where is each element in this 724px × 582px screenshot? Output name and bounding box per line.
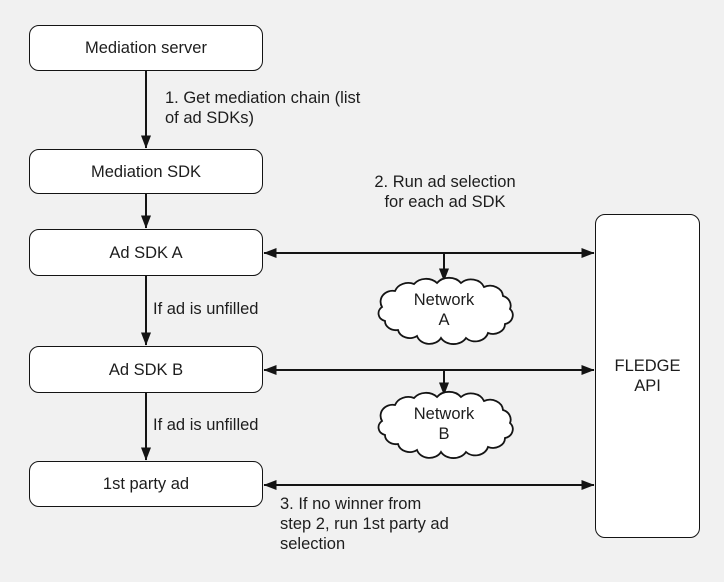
label-step2-run-ad-selection: 2. Run ad selection for each ad SDK [374,173,516,211]
label-if-ad-unfilled-b: If ad is unfilled [153,416,259,434]
node-ad-sdk-a: Ad SDK A [29,229,263,276]
node-mediation-sdk: Mediation SDK [29,149,263,194]
node-first-party-ad: 1st party ad [29,461,263,507]
network-b-cloud-label: Network B [413,405,475,443]
label-if-ad-unfilled-a: If ad is unfilled [153,300,259,318]
network-a-cloud-label: Network A [413,291,475,329]
node-mediation-server-label: Mediation server [85,39,207,57]
node-mediation-sdk-label: Mediation SDK [90,162,202,181]
network-a-cloud-shape [377,276,514,345]
node-fledge-api-label: FLEDGE API [614,357,681,395]
node-ad-sdk-b-label: Ad SDK B [108,360,184,379]
node-mediation-server: Mediation server [29,25,263,71]
node-ad-sdk-b: Ad SDK B [29,346,263,393]
label-step1-get-mediation-chain: 1. Get mediation chain (list of ad SDKs) [165,89,361,127]
node-ad-sdk-a-label: Ad SDK A [109,243,183,262]
label-step3-first-party-selection: 3. If no winner from step 2, run 1st par… [280,495,449,553]
network-b-cloud-shape [377,390,514,459]
node-fledge-api: FLEDGE API [595,214,700,538]
node-first-party-ad-label: 1st party ad [102,475,190,493]
